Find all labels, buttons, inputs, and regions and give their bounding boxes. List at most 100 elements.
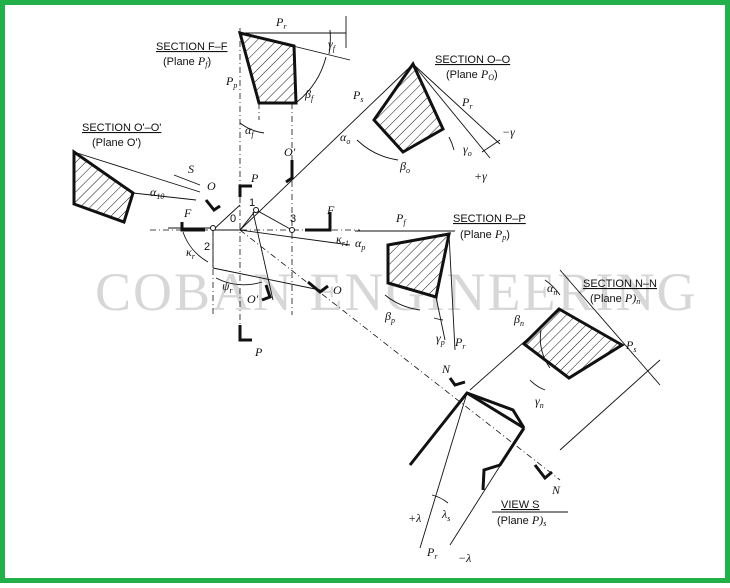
pr-line-o	[412, 63, 491, 159]
section-f-f-profile	[237, 30, 298, 105]
lambda-s-label: λs	[441, 507, 450, 523]
section-o1-o1-plane: (Plane O')	[92, 137, 141, 149]
o-marker-right	[307, 280, 329, 294]
s-arrow-label: S	[188, 162, 194, 176]
section-o-o-plane: (Plane PO)	[446, 67, 498, 82]
gamma-n-label: γn	[535, 394, 544, 410]
pr-line-s	[419, 392, 468, 549]
alpha-o-label: αo	[340, 130, 350, 146]
alpha-n-arc	[544, 279, 561, 296]
cutting-edge-line	[239, 63, 414, 231]
beta-p-arc	[384, 294, 421, 311]
point-3-label: 3	[290, 213, 296, 225]
kr-arc	[182, 231, 209, 263]
psi-r-label: ψr	[222, 279, 233, 295]
lambda-line	[449, 427, 525, 546]
alpha-10-label: α10	[150, 185, 164, 201]
o1-marker-top-label: O'	[284, 145, 296, 159]
point-1	[253, 207, 259, 213]
f-marker-right-label: F	[326, 203, 335, 217]
gamma-o-line	[412, 63, 501, 145]
point-3	[289, 227, 295, 233]
tool-tip-outline	[213, 209, 293, 231]
pr-label-f: Pr	[275, 15, 287, 31]
o1-rake-line	[73, 151, 201, 193]
tool-nose-left	[212, 204, 241, 231]
beta-n-label: βn	[513, 312, 524, 328]
alpha-p-label: αp	[355, 236, 365, 252]
gamma-f-line	[239, 32, 351, 61]
beta-o-label: βo	[399, 159, 410, 175]
gamma-f-arc	[328, 29, 331, 55]
view-s-title: VIEW S	[501, 499, 540, 511]
o1-marker-bottom-label: O'	[247, 292, 259, 306]
o-marker-right-label: O	[333, 283, 342, 297]
beta-p-label: βp	[384, 309, 395, 325]
f-marker-left	[180, 222, 205, 232]
p-marker-bottom	[238, 325, 252, 342]
o1-section-line	[252, 211, 274, 301]
section-o-o-profile	[372, 60, 445, 154]
view-s-plane: (Plane P)s	[497, 513, 546, 528]
gamma-o-label: γo	[463, 142, 472, 158]
gamma-p-arc	[433, 317, 444, 321]
alpha-f-label: αf	[245, 123, 255, 139]
ps-label-o: Ps	[352, 88, 363, 104]
lambda-arc	[431, 494, 449, 504]
point-2-label: 2	[204, 241, 210, 253]
o-marker-left	[204, 199, 221, 213]
o1-marker-bottom	[261, 284, 272, 302]
shank-line	[212, 267, 321, 291]
section-o1-o1-title: SECTION O'–O'	[82, 122, 161, 134]
section-o-o-title: SECTION O–O	[435, 54, 511, 66]
pr-label-s: Pr	[426, 545, 438, 561]
beta-o-arc	[356, 139, 399, 161]
kr1-label: κr1	[336, 232, 349, 248]
beta-n-arc	[539, 329, 551, 369]
point-1-label: 1	[249, 197, 255, 209]
o-marker-left-label: O	[207, 179, 216, 193]
psi-arc	[215, 277, 263, 286]
p-marker-top	[238, 184, 252, 197]
n-marker-bottom-label: N	[551, 483, 561, 497]
section-p-p-title: SECTION P–P	[453, 213, 526, 225]
n-marker-top-label: N	[441, 362, 451, 376]
point-2	[210, 225, 216, 231]
minus-lambda-label: −λ	[458, 551, 471, 565]
s-arrow	[173, 174, 201, 186]
view-s-edge	[466, 391, 525, 430]
section-o1-o1-profile	[72, 149, 135, 224]
ps-line-n	[559, 269, 661, 386]
n-upper-line	[469, 309, 561, 391]
ps-label-n: Ps	[625, 338, 636, 354]
gamma-n-arc	[529, 379, 546, 391]
ps-diagonal-axis	[239, 229, 561, 481]
kr-label: κr	[186, 245, 196, 261]
section-o-o: SECTION O–O (Plane PO) Ps Pr αo βo γo −γ…	[340, 54, 515, 183]
pr-label-o: Pr	[461, 95, 473, 111]
pr-label-p: Pr	[454, 335, 466, 351]
section-p-p-plane: (Plane Pp)	[460, 227, 510, 242]
gamma-f-label: γf	[328, 37, 337, 53]
gamma-p-line	[435, 296, 446, 341]
section-n-n-profile	[521, 307, 625, 380]
point-0-label: 0	[230, 213, 236, 225]
f-marker-right	[305, 212, 332, 232]
pf-label: Pf	[395, 211, 407, 227]
beta-f-arc	[296, 56, 327, 103]
gamma-p-label: γp	[436, 331, 445, 347]
view-s-top-outline	[408, 391, 526, 466]
o1-flank-line	[132, 192, 197, 201]
f-marker-left-label: F	[183, 206, 192, 220]
o1-marker-top	[285, 160, 294, 184]
n-marker-bottom	[533, 464, 553, 481]
minus-gamma-label: −γ	[502, 125, 515, 139]
p-marker-bottom-label: P	[254, 345, 263, 359]
section-n-n-title: SECTION N–N	[583, 278, 657, 290]
gamma-o-arc	[448, 136, 455, 151]
section-f-f: SECTION F–F (Plane Pf) Pr γf βf Pp αf	[156, 15, 351, 139]
section-f-f-plane: (Plane Pf)	[163, 54, 211, 69]
gamma-tick	[481, 139, 501, 153]
